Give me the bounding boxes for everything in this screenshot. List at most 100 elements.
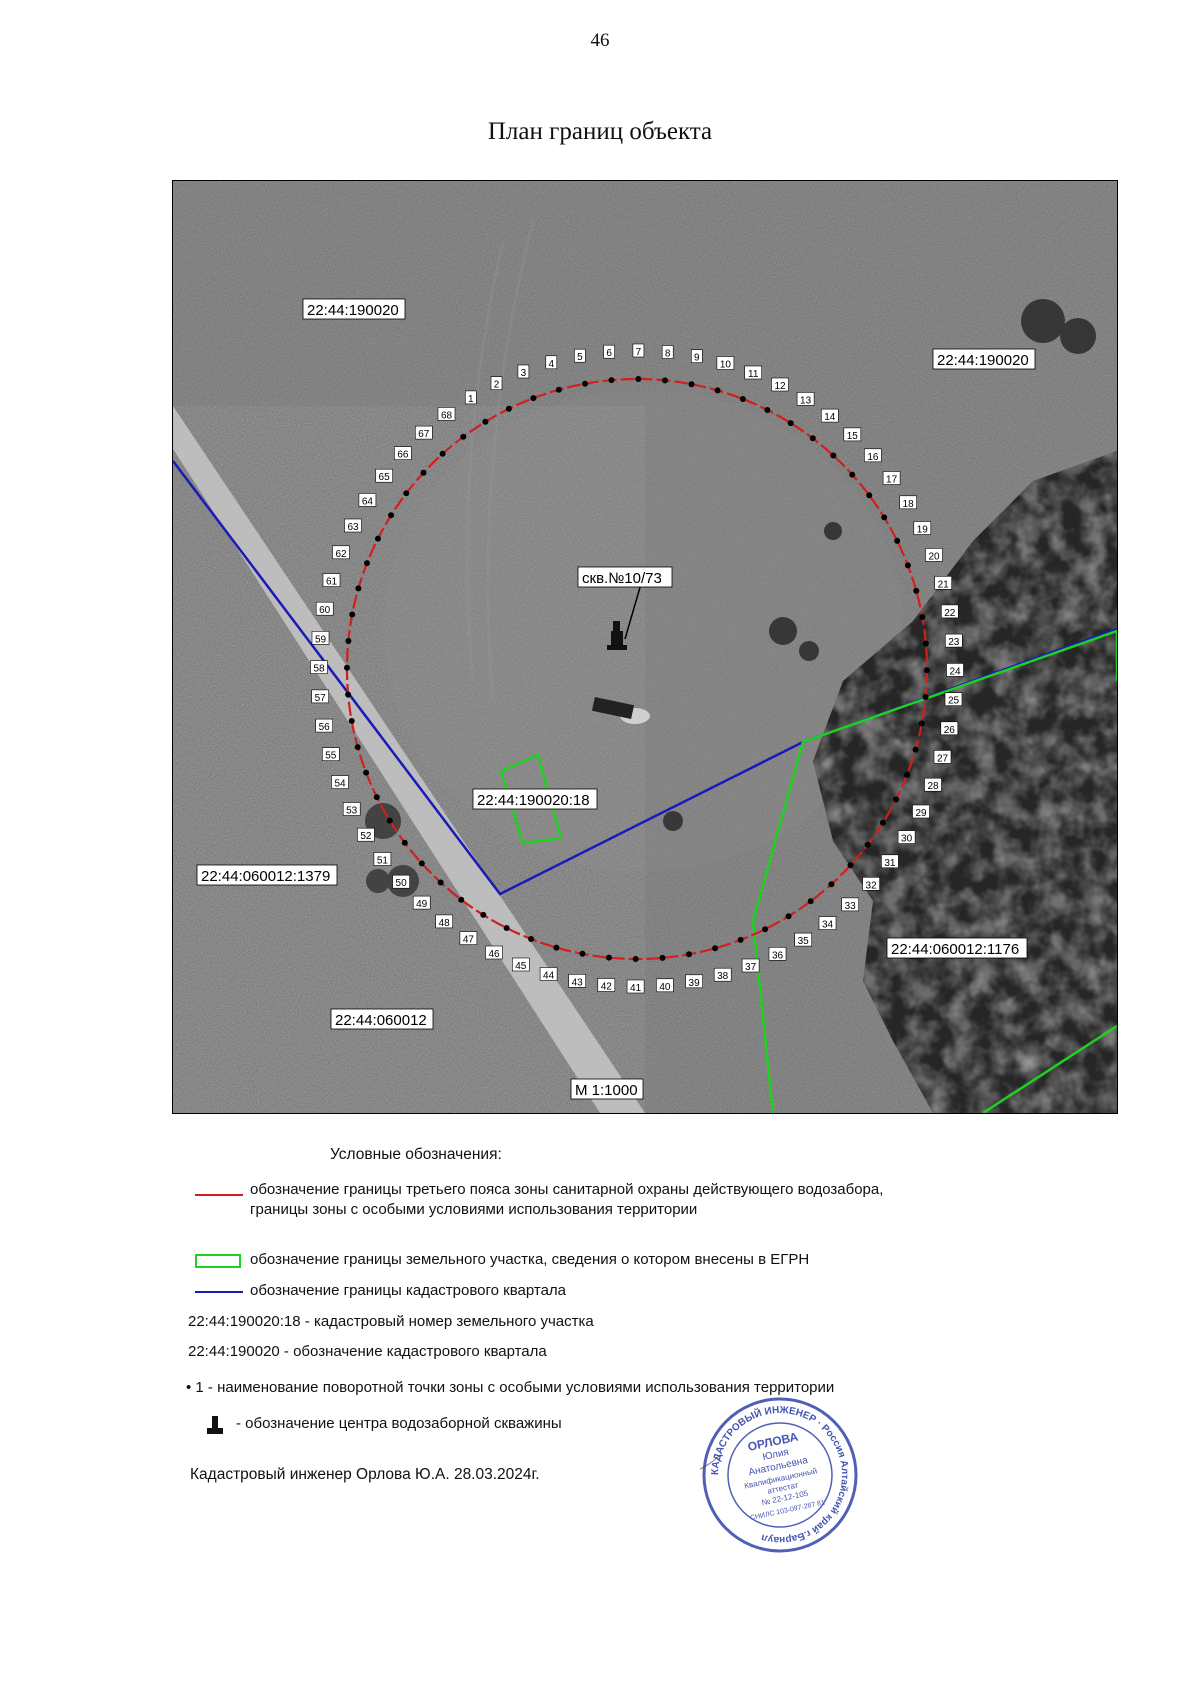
zone-point-label-box	[322, 573, 341, 587]
zone-point-32	[847, 862, 854, 869]
zone-point-label: 4	[549, 359, 555, 370]
label-quarter-060012: 22:44:060012	[335, 1012, 427, 1029]
zone-point-label-box	[517, 364, 530, 379]
zone-point-label: 35	[798, 936, 810, 947]
zone-point-label: 32	[866, 880, 878, 891]
zone-point-label: 24	[949, 666, 961, 677]
zone-point-23	[922, 640, 929, 647]
legend-row-point: • 1 - наименование поворотной точки зоны…	[186, 1378, 834, 1398]
engineer-stamp: КАДАСТРОВЫЙ ИНЖЕНЕР · Россия Алтайский к…	[700, 1397, 858, 1553]
zone-point-label-box	[358, 493, 377, 507]
zone-point-label: 65	[379, 472, 391, 483]
legend-well-text: - обозначение центра водозаборной скважи…	[236, 1415, 562, 1432]
zone-point-label-box	[632, 343, 645, 358]
zone-point-label-box	[881, 854, 899, 869]
zone-point-15	[830, 452, 837, 459]
zone-point-60	[349, 611, 356, 618]
zone-point-51	[401, 839, 408, 846]
zone-point-label-box	[796, 392, 815, 406]
zone-point-39	[686, 951, 692, 958]
zone-point-label: 29	[915, 808, 927, 819]
zone-point-2	[505, 405, 512, 412]
zone-point-label-box	[940, 721, 959, 736]
zone-point-label: 27	[937, 753, 949, 764]
zone-point-label-box	[913, 521, 932, 535]
zone-point-label: 64	[362, 496, 374, 507]
zone-point-label-box	[899, 495, 917, 510]
zone-point-33	[828, 881, 835, 888]
parcel-east-boundary	[982, 1024, 1117, 1113]
label-quarter-190020-nw: 22:44:190020	[307, 302, 399, 319]
legend-parcel-number-text: 22:44:190020:18 - кадастровый номер земе…	[188, 1313, 594, 1330]
page-number: 46	[590, 30, 610, 51]
zone-point-46	[503, 925, 510, 931]
zone-point-label-box	[862, 876, 880, 891]
zone-point-label: 42	[601, 982, 613, 993]
zone-point-label: 54	[334, 779, 346, 790]
zone-point-61	[355, 585, 362, 592]
zone-point-13	[787, 420, 794, 427]
zone-point-label: 10	[720, 360, 732, 371]
zone-point-label: 45	[515, 961, 527, 972]
zone-point-label-box	[626, 979, 645, 994]
zone-point-label: 47	[463, 935, 475, 946]
zone-point-10	[714, 387, 721, 394]
zone-point-label-box	[310, 660, 328, 674]
zone-point-29	[893, 796, 899, 803]
zone-point-28	[904, 771, 910, 778]
zone-point-5	[582, 380, 588, 387]
zone-point-label: 3	[521, 368, 527, 379]
engineer-signature-line: Кадастровый инженер Орлова Ю.А. 28.03.20…	[190, 1466, 540, 1483]
zone-point-label-box	[415, 425, 433, 440]
zone-point-53	[373, 794, 380, 801]
zone-point-18	[881, 514, 888, 521]
well-object	[591, 621, 650, 724]
zone-point-label-box	[744, 365, 763, 380]
parcel-1176-boundary	[751, 629, 1117, 1113]
zone-point-label-box	[794, 932, 813, 947]
zone-point-label-box	[934, 575, 953, 590]
zone-point-64	[388, 512, 395, 519]
zone-point-42	[606, 954, 612, 961]
legend-row-zone: обозначение границы третьего пояса зоны …	[190, 1180, 883, 1220]
legend-parcel-text: обозначение границы земельного участка, …	[250, 1251, 810, 1268]
zone-point-label-box	[841, 897, 860, 912]
zone-point-label-box	[331, 775, 349, 789]
zone-point-label-box	[412, 895, 431, 910]
zone-point-label-box	[897, 830, 916, 844]
zone-point-label: 66	[397, 450, 409, 461]
zone-point-label: 19	[917, 525, 929, 536]
zone-point-30	[879, 819, 886, 826]
zone-point-40	[659, 954, 666, 961]
zone-point-56	[348, 718, 355, 724]
zone-point-label-box	[944, 633, 963, 648]
zone-point-label: 11	[748, 369, 759, 380]
zone-point-24	[924, 667, 930, 674]
label-well: скв.№10/73	[582, 570, 662, 587]
zone-point-label-box	[690, 349, 703, 363]
zone-point-label: 43	[572, 977, 584, 988]
legend-row-quarter-number: 22:44:190020 - обозначение кадастрового …	[188, 1342, 547, 1362]
zone-point-63	[375, 535, 381, 542]
zone-point-36	[762, 926, 769, 933]
zone-point-label: 50	[396, 878, 408, 889]
zone-point-59	[345, 638, 352, 644]
zone-point-label: 22	[944, 608, 956, 619]
zone-point-label: 23	[948, 637, 960, 648]
zone-point-65	[403, 490, 410, 497]
zone-point-44	[553, 944, 560, 951]
zone-point-label-box	[311, 630, 330, 645]
zone-point-1	[482, 418, 489, 425]
zone-point-20	[904, 562, 911, 569]
zone-point-label-box	[435, 914, 454, 929]
legend-zone-text-2: границы зоны с особыми условиями использ…	[250, 1201, 698, 1218]
zone-point-label: 36	[772, 950, 784, 961]
zone-point-22	[919, 614, 926, 620]
zone-point-55	[354, 744, 361, 751]
zone-point-68	[460, 433, 467, 440]
zone-point-label-box	[394, 446, 412, 461]
zone-point-label: 14	[824, 412, 836, 423]
zone-point-52	[386, 817, 393, 824]
